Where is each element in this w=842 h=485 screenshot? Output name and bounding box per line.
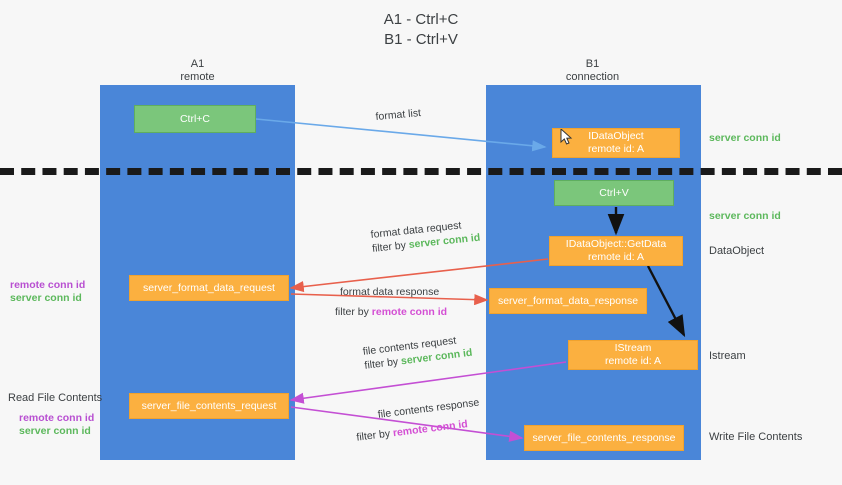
filter-prefix: filter by bbox=[355, 427, 394, 444]
label-remote-conn-id-1: remote conn id bbox=[10, 279, 86, 291]
label-dataobject: DataObject bbox=[709, 245, 765, 257]
annotation-file-contents-response: file contents response filter by remote … bbox=[356, 396, 483, 444]
box-getdata: IDataObject::GetData remote id: A bbox=[549, 236, 683, 266]
annotation-format-data-response: format data response filter by remote co… bbox=[335, 285, 447, 319]
filter-prefix: filter by bbox=[363, 355, 402, 372]
box-getdata-sub: remote id: A bbox=[587, 251, 645, 263]
label-write-file-contents: Write File Contents bbox=[709, 431, 803, 443]
annotation-file-contents-response-filter: filter by remote conn id bbox=[356, 415, 483, 444]
box-server-format-data-request: server_format_data_request bbox=[129, 275, 289, 301]
annotation-format-data-response-text: format data response bbox=[340, 286, 440, 298]
label-server-conn-id-mid: server conn id bbox=[709, 210, 781, 222]
column-a1-role: remote bbox=[180, 71, 215, 83]
annotation-format-data-response-filter: filter by remote conn id bbox=[335, 305, 447, 319]
filter-value-remote-conn-id: remote conn id bbox=[371, 306, 448, 318]
box-server-file-contents-response: server_file_contents_response bbox=[524, 425, 684, 451]
box-server-file-contents-request-label: server_file_contents_request bbox=[141, 399, 277, 412]
column-b1-name: B1 bbox=[585, 58, 600, 70]
box-server-format-data-response-label: server_format_data_response bbox=[497, 294, 639, 307]
box-ctrl-v: Ctrl+V bbox=[554, 180, 674, 206]
label-server-conn-id-2: server conn id bbox=[19, 425, 91, 437]
filter-value-remote-conn-id: remote conn id bbox=[392, 418, 469, 440]
annotation-format-data-request: format data request filter by server con… bbox=[370, 217, 481, 256]
label-istream: Istream bbox=[709, 350, 746, 362]
box-idataobject-label: IDataObject bbox=[588, 130, 644, 142]
label-server-conn-id-1: server conn id bbox=[10, 292, 82, 304]
diagram-title: A1 - Ctrl+C B1 - Ctrl+V bbox=[0, 10, 842, 50]
label-read-file-contents: Read File Contents bbox=[8, 392, 103, 404]
annotation-file-contents-request: file contents request filter by server c… bbox=[362, 332, 473, 373]
mouse-cursor-icon bbox=[560, 129, 573, 145]
label-remote-conn-id-2: remote conn id bbox=[19, 412, 95, 424]
box-ctrl-v-label: Ctrl+V bbox=[599, 186, 629, 199]
label-server-conn-id-top: server conn id bbox=[709, 132, 781, 144]
box-getdata-label: IDataObject::GetData bbox=[565, 238, 667, 250]
box-idataobject-sub: remote id: A bbox=[587, 143, 645, 155]
box-istream-label: IStream bbox=[614, 342, 652, 354]
box-server-file-contents-request: server_file_contents_request bbox=[129, 393, 289, 419]
column-header-a1: A1 remote bbox=[120, 58, 275, 84]
title-line-1: A1 - Ctrl+C bbox=[383, 11, 459, 28]
box-istream: IStream remote id: A bbox=[568, 340, 698, 370]
box-server-format-data-request-label: server_format_data_request bbox=[143, 281, 275, 294]
column-b1-role: connection bbox=[565, 71, 620, 83]
box-ctrl-c-label: Ctrl+C bbox=[179, 112, 211, 125]
title-line-2: B1 - Ctrl+V bbox=[384, 31, 458, 48]
box-server-format-data-response: server_format_data_response bbox=[489, 288, 647, 314]
annotation-format-list: format list bbox=[375, 107, 422, 123]
box-server-file-contents-response-label: server_file_contents_response bbox=[532, 431, 676, 444]
box-ctrl-c: Ctrl+C bbox=[134, 105, 256, 133]
box-idataobject: IDataObject remote id: A bbox=[552, 128, 680, 158]
filter-prefix: filter by bbox=[335, 306, 372, 318]
filter-prefix: filter by bbox=[371, 239, 410, 255]
boundary-divider bbox=[0, 168, 842, 175]
column-header-b1: B1 connection bbox=[515, 58, 670, 84]
column-a1-name: A1 bbox=[190, 58, 205, 70]
box-istream-sub: remote id: A bbox=[604, 355, 662, 367]
